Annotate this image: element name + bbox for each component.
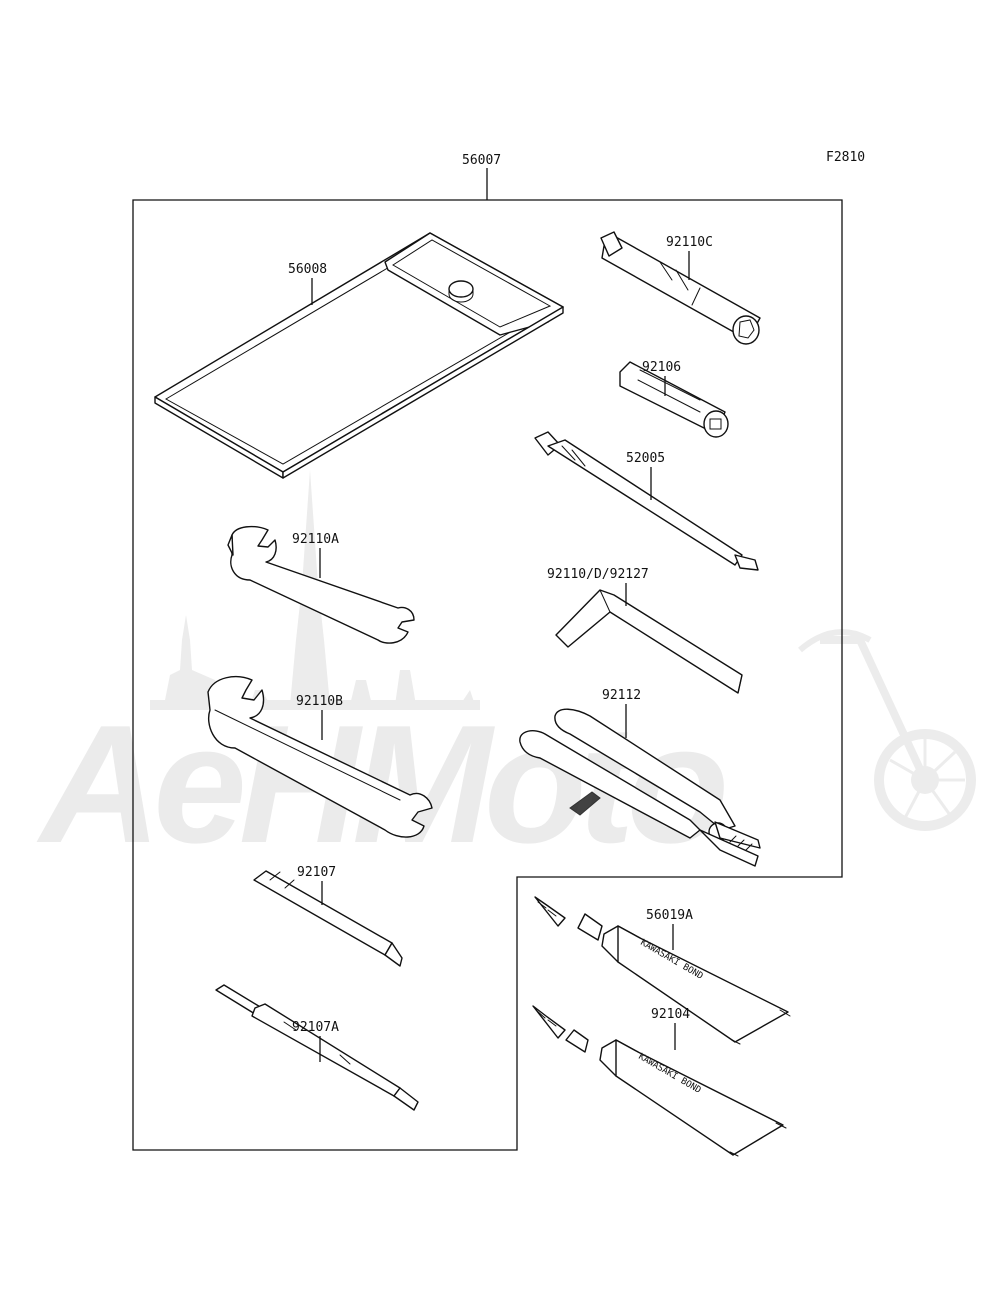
part-label-92106: 92106 (642, 360, 681, 375)
watermark: AeHMoto (36, 470, 976, 878)
bond-tube-b: KAWASAKI BOND (532, 1005, 787, 1157)
part-label-52005: 52005 (626, 451, 665, 466)
screwdriver-grip (253, 870, 403, 967)
part-label-92107A: 92107A (292, 1020, 339, 1035)
figure-code: F2810 (826, 150, 865, 165)
tool-bag (154, 232, 564, 479)
spark-plug-wrench (534, 431, 759, 571)
screwdriver (215, 984, 419, 1111)
part-label-92110B: 92110B (296, 694, 343, 709)
part-label-56007: 56007 (462, 153, 501, 168)
watermark-motorcycle (798, 629, 976, 831)
part-label-92112: 92112 (602, 688, 641, 703)
pliers (519, 708, 761, 867)
hex-key (555, 589, 743, 694)
socket-adapter (619, 361, 729, 438)
part-label-92110A: 92110A (292, 532, 339, 547)
part-label-92107: 92107 (297, 865, 336, 880)
assembly-frame (132, 199, 843, 1151)
part-label-92110C: 92110C (666, 235, 713, 250)
wrench-a (227, 525, 415, 644)
wrench-b (207, 676, 433, 838)
watermark-skyline-base (150, 700, 480, 710)
box-wrench (600, 231, 761, 345)
part-label-56008: 56008 (288, 262, 327, 277)
part-label-92104: 92104 (651, 1007, 690, 1022)
part-label-hex-key: 92110/D/92127 (547, 567, 649, 582)
part-label-56019A: 56019A (646, 908, 693, 923)
